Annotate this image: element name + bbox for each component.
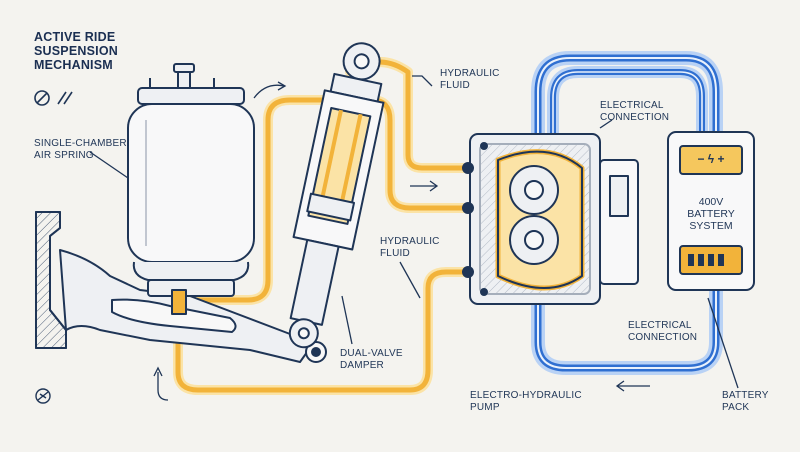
pump-label-line-2: PUMP [470, 402, 500, 413]
hydraulic-fluid-top-line-2: FLUID [440, 80, 470, 91]
air-spring-label-line-1: SINGLE-CHAMBER [34, 138, 127, 149]
battery-pack-label-line-1: BATTERY [722, 390, 769, 401]
hydraulic-fluid-top-label: HYDRAULIC FLUID [440, 68, 500, 92]
title-line-1: ACTIVE RIDE [34, 30, 116, 44]
battery-screen-line-2: BATTERY [687, 208, 735, 220]
electrical-top-loop [531, 51, 723, 149]
hydraulic-fluid-mid-label: HYDRAULIC FLUID [380, 236, 440, 260]
pump-label: ELECTRO-HYDRAULIC PUMP [470, 390, 582, 414]
battery-pack-label: BATTERY PACK [722, 390, 769, 414]
electrical-top-line-1: ELECTRICAL [600, 100, 664, 111]
hydraulic-fluid-mid-line-1: HYDRAULIC [380, 236, 440, 247]
electrical-top-line-2: CONNECTION [600, 112, 670, 123]
air-spring-label-line-2: AIR SPRING [34, 150, 94, 161]
air-spring [127, 63, 255, 315]
electrical-bottom-loop [531, 283, 723, 375]
battery-screen-text: 400V BATTERY SYSTEM [676, 196, 746, 232]
leader-lines [89, 75, 739, 401]
damper-label: DUAL-VALVE DAMPER [340, 348, 403, 372]
electrical-bottom-label: ELECTRICAL CONNECTION [628, 320, 697, 344]
battery-polarity: − ϟ + [697, 152, 725, 166]
electrical-bottom-line-2: CONNECTION [628, 332, 698, 343]
hydraulic-fluid-mid-line-2: FLUID [380, 248, 410, 259]
hatch-icon [57, 91, 73, 105]
electrical-top-label: ELECTRICAL CONNECTION [600, 100, 669, 124]
diagram-title: ACTIVE RIDE SUSPENSION MECHANISM [34, 30, 118, 72]
bird-icon [35, 388, 51, 404]
battery-pack-label-line-2: PACK [722, 402, 750, 413]
title-line-3: MECHANISM [34, 58, 113, 72]
hydraulic-fluid-top-line-1: HYDRAULIC [440, 68, 500, 79]
battery-screen-line-1: 400V [698, 196, 724, 208]
battery-pack [667, 131, 755, 291]
electro-hydraulic-pump [462, 133, 639, 305]
battery-screen-line-3: SYSTEM [689, 220, 733, 232]
no-symbol-icon [34, 90, 50, 106]
damper-label-line-2: DAMPER [340, 360, 384, 371]
electrical-bottom-line-1: ELECTRICAL [628, 320, 692, 331]
dual-valve-damper [288, 42, 385, 349]
pump-label-line-1: ELECTRO-HYDRAULIC [470, 390, 582, 401]
title-line-2: SUSPENSION [34, 44, 118, 58]
damper-label-line-1: DUAL-VALVE [340, 348, 403, 359]
air-spring-label: SINGLE-CHAMBER AIR SPRING [34, 138, 127, 162]
